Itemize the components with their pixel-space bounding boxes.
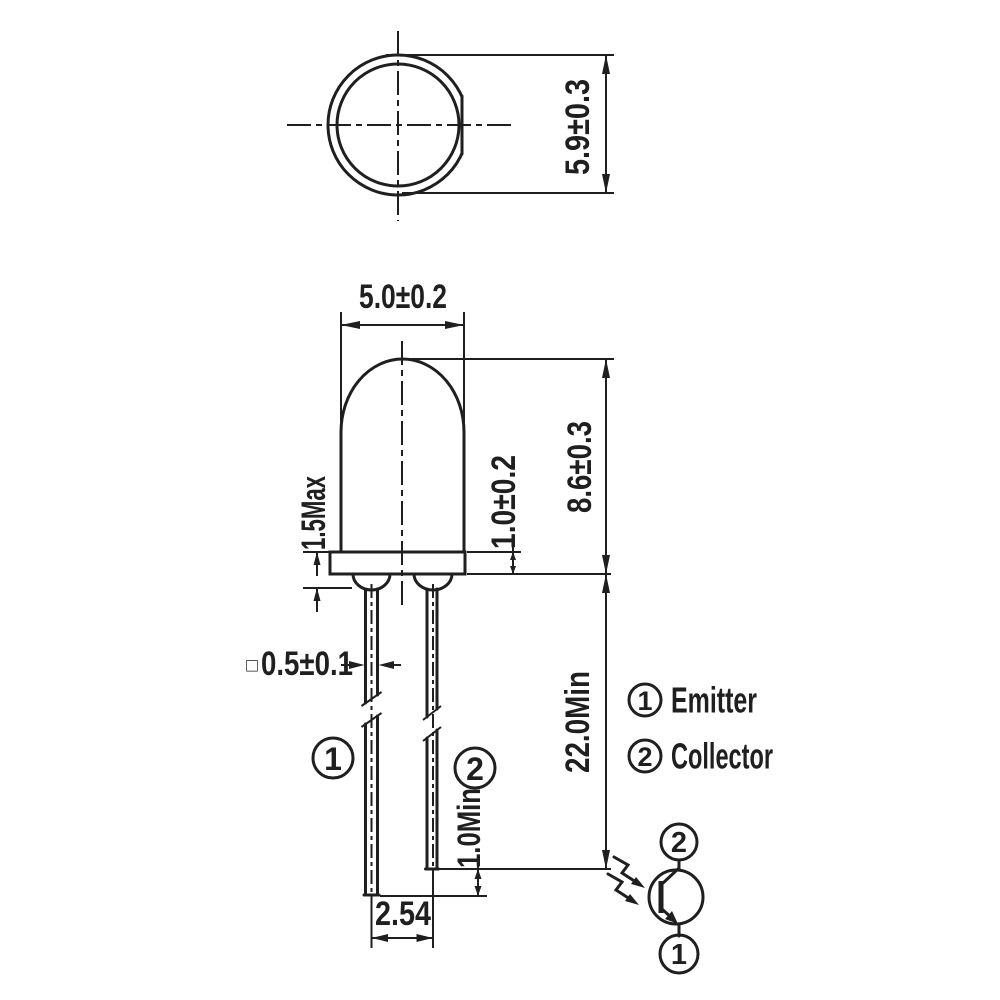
side-view: 5.0±0.2 8.6±0.3 1.0±0.2 1.5Ma xyxy=(246,278,614,948)
pin2-balloon: 2 xyxy=(453,746,497,790)
dim-label-body-height: 8.6±0.3 xyxy=(561,421,599,513)
arrowhead-right xyxy=(416,934,433,942)
arrowhead-down xyxy=(474,886,482,896)
dim-label-standoff: 1.5Max xyxy=(295,476,333,550)
legend-pin2-number: 2 xyxy=(637,742,652,772)
legend-item-emitter: 1 Emitter xyxy=(627,680,757,721)
light-ray-arrows xyxy=(606,855,645,905)
dim-label-lead-pitch: 2.54 xyxy=(375,895,431,933)
arrowhead-up xyxy=(313,552,321,565)
legend-pin1-circle xyxy=(627,682,663,718)
transistor-circle xyxy=(647,868,705,926)
arrowhead-down xyxy=(602,850,610,869)
pin1-balloon: 1 xyxy=(311,736,355,780)
dim-lead-length: 22.0Min xyxy=(439,574,611,870)
arrowhead-left xyxy=(371,934,388,942)
symbol-pin1-number: 1 xyxy=(671,939,687,971)
dim-flange-diameter: 5.9±0.3 xyxy=(386,54,614,194)
dim-flange-thickness: 1.0±0.2 xyxy=(467,455,523,574)
arrowhead-up xyxy=(510,552,516,560)
arrowhead-right xyxy=(445,321,464,329)
dim-label-lead-section: 0.5±0.1 xyxy=(261,645,353,683)
collector-diagonal xyxy=(660,866,681,886)
pin1-circle xyxy=(311,736,355,780)
arrowhead-up xyxy=(602,359,610,378)
pin1-number: 1 xyxy=(324,741,342,777)
symbol-pin2-number: 2 xyxy=(671,827,687,859)
symbol-pin1-circle xyxy=(658,933,700,975)
pin-legend: 1 Emitter 2 Collector xyxy=(627,680,773,777)
dim-lead-section: □ 0.5±0.1 xyxy=(246,645,401,683)
legend-item-collector: 2 Collector xyxy=(627,736,773,777)
light-ray-arrowhead xyxy=(631,877,645,888)
dim-label-body-width: 5.0±0.2 xyxy=(359,278,447,316)
legend-pin2-circle xyxy=(627,738,663,774)
pin2-circle xyxy=(453,746,497,790)
arrowhead-down xyxy=(602,174,610,193)
dim-standoff: 1.5Max xyxy=(295,476,352,612)
arrowhead-down xyxy=(510,566,516,574)
arrowhead-down xyxy=(602,555,610,574)
flange xyxy=(328,550,467,576)
lead-2 xyxy=(422,584,442,881)
lead2-break-cut xyxy=(422,705,442,721)
light-ray xyxy=(612,855,641,886)
arrowhead-up xyxy=(474,869,482,879)
legend-pin1-number: 1 xyxy=(637,686,652,716)
square-section-symbol: □ xyxy=(246,656,258,677)
dim-label-flange-thickness: 1.0±0.2 xyxy=(485,455,523,549)
light-ray xyxy=(606,872,635,903)
legend-pin2-label: Collector xyxy=(671,736,773,777)
lead-1 xyxy=(360,584,383,907)
arrowhead-up xyxy=(313,588,321,601)
arrowhead-left xyxy=(341,321,360,329)
arrowhead-right xyxy=(349,661,365,669)
light-ray-arrowhead xyxy=(625,894,639,905)
dim-label-flange-diameter: 5.9±0.3 xyxy=(559,79,597,175)
dim-lead-pitch: 2.54 xyxy=(370,874,434,948)
dim-body-width: 5.0±0.2 xyxy=(340,278,465,424)
dim-body-height: 8.6±0.3 xyxy=(404,358,614,575)
arrowhead-left xyxy=(378,661,394,669)
dim-label-lead-tip-offset: 1.0Min xyxy=(451,788,487,868)
legend-pin1-label: Emitter xyxy=(671,680,757,721)
top-view: 5.9±0.3 xyxy=(287,31,614,221)
phototransistor-symbol: 2 1 xyxy=(606,822,705,975)
dim-label-lead-length: 22.0Min xyxy=(559,671,597,773)
arrowhead-up xyxy=(602,574,610,593)
emitter-arrowhead xyxy=(665,911,678,924)
pin2-number: 2 xyxy=(466,751,484,787)
arrowhead-up xyxy=(602,55,610,74)
